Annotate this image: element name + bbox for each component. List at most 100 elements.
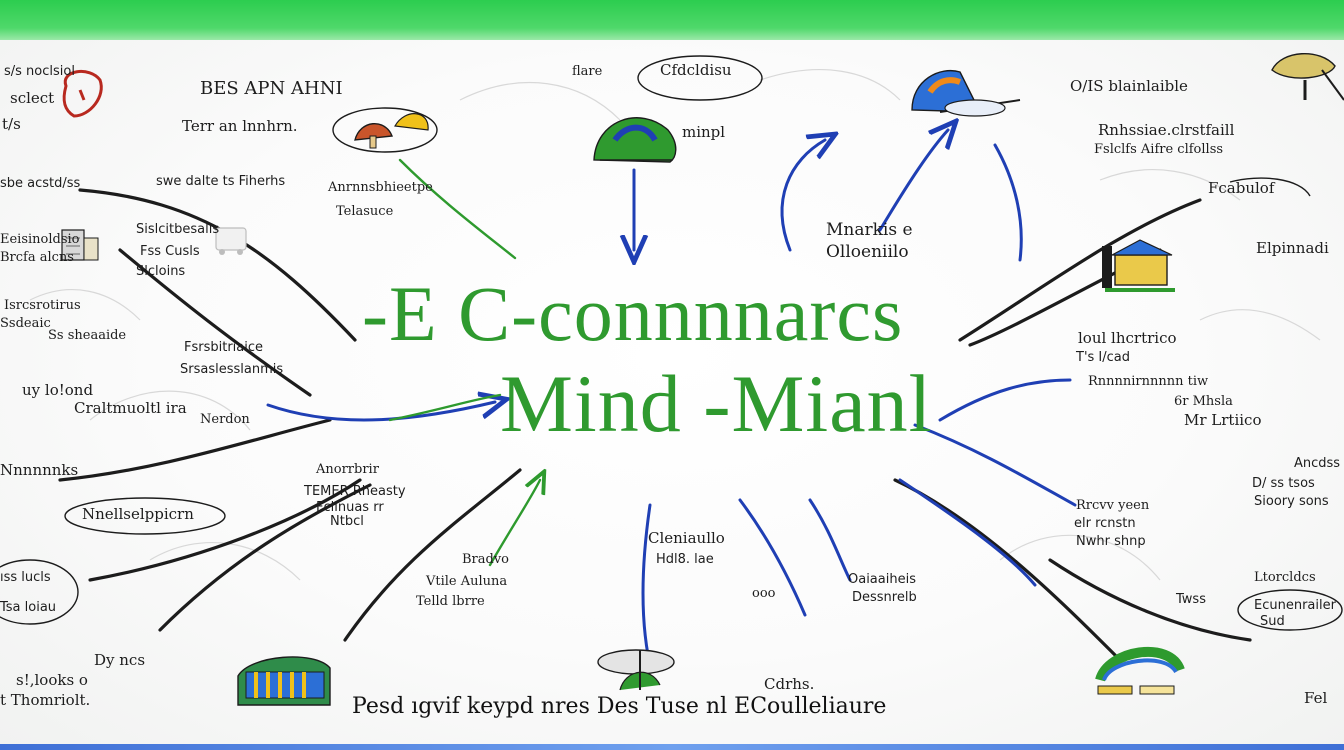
- label-b-7: Oaiaaiheis: [848, 572, 916, 587]
- branch-right-blue-2: [913, 423, 1077, 507]
- branch-right-lower-2: [1048, 558, 1252, 642]
- branch-green-2: [388, 393, 502, 422]
- label-r-14: Ltorcldcs: [1254, 570, 1316, 585]
- branch-top-blue-3: [878, 130, 948, 232]
- label-l-23: Ntbcl: [330, 514, 364, 529]
- branch-left-lower: [58, 418, 332, 482]
- label-b-4: Cleniaullo: [648, 529, 725, 547]
- branch-right-upper: [958, 198, 1202, 342]
- label-r-1: Fcabulof: [1208, 179, 1275, 197]
- label-b-8: Dessnrelb: [852, 590, 917, 605]
- green-branches: [388, 158, 540, 567]
- label-l-6: Brcfa alcns: [0, 250, 74, 265]
- branch-bottom-blue-3: [808, 498, 852, 582]
- label-b-3: Telld lbrre: [416, 594, 485, 609]
- outline-nnellselppicrn: [64, 497, 226, 535]
- label-b-6: ooo: [752, 586, 776, 601]
- storefront-icon: [237, 656, 331, 706]
- label-l-14: Srsaslesslanmis: [180, 362, 284, 377]
- label-bl-2: Tsa loiau: [0, 600, 57, 615]
- label-tl-3: t/s: [2, 115, 21, 133]
- label-r-12: D/ ss tsos: [1252, 476, 1315, 491]
- label-bl-1: ıss lucls: [0, 570, 51, 585]
- label-r-9: elr rcnstn: [1074, 516, 1136, 531]
- branch-green-1: [398, 158, 517, 260]
- branch-left-upper: [78, 188, 357, 342]
- branch-bottom-left-2: [158, 483, 372, 632]
- outline-right-bottom: [1237, 589, 1343, 631]
- label-bl-4: s!,looks o: [16, 671, 88, 689]
- label-r-10: Nwhr shnp: [1076, 534, 1146, 549]
- label-l-10: Isrcsrotirus: [4, 298, 81, 313]
- label-top-5: minpl: [682, 123, 726, 141]
- label-r-7: Mr Lrtiico: [1184, 411, 1262, 429]
- label-l-1: sbe acstd/ss: [0, 176, 81, 191]
- outline-right-1: [1229, 177, 1311, 197]
- blue-branches: [266, 130, 1077, 657]
- label-c-2: Olloeniilo: [826, 242, 909, 262]
- branch-right-blue-3: [898, 478, 1037, 587]
- outline-bottom-left: [0, 559, 79, 625]
- branch-bottom-left: [88, 478, 362, 582]
- tree-icon: [1271, 53, 1344, 101]
- register-icon: [61, 229, 99, 261]
- branch-bottom-blue-2: [738, 498, 807, 617]
- label-l-2: swe dalte ts Fiherhs: [156, 174, 286, 189]
- label-r-15: Twss: [1176, 592, 1206, 607]
- label-tr-3: Fslclfs Aifre clfollss: [1094, 142, 1224, 157]
- label-l-11: Ssdeaic: [0, 316, 51, 331]
- label-l-18: Nnellselppicrn: [82, 505, 194, 523]
- label-l-22: Fcllnuas rr: [316, 500, 384, 515]
- label-l-21: TEMER Rheasty: [304, 484, 406, 499]
- label-c-1: Mnarkis e: [826, 220, 913, 240]
- label-r-2: Elpinnadi: [1256, 239, 1329, 257]
- label-l-15: uy lo!ond: [22, 381, 94, 399]
- label-r-17: Sud: [1260, 614, 1285, 629]
- label-r-3: loul lhcrtrico: [1078, 329, 1177, 347]
- label-l-8: Fss Cusls: [140, 244, 200, 259]
- branch-bottom-mid: [343, 468, 522, 642]
- label-outlines: [0, 55, 1343, 631]
- label-bl-3: Dy ncs: [94, 651, 146, 669]
- label-l-3: Anrnnsbhieetpe: [328, 180, 433, 195]
- label-r-13: Sioory sons: [1254, 494, 1329, 509]
- map-title-line-1: -E C-connnnarcs: [362, 270, 904, 357]
- label-l-12: Ss sheaaide: [48, 328, 127, 343]
- label-b-5: Hdl8. lae: [656, 552, 714, 567]
- label-r-5: Rnnnnirnnnnn tiw: [1088, 374, 1209, 389]
- label-b-2: Vtile Auluna: [426, 574, 508, 589]
- bottom-banner-bar: [0, 744, 1344, 750]
- label-r-11: Ancdss: [1294, 456, 1341, 471]
- satellite-dish-icon: [911, 70, 1021, 117]
- circle-doodle-icon: [62, 69, 103, 118]
- top-banner-bar: [0, 0, 1344, 40]
- label-top-1: BES APN AHNI: [200, 78, 343, 99]
- label-l-7: Sislcitbesalls: [136, 222, 220, 237]
- label-tr-1: O/IS blainlaible: [1070, 77, 1188, 95]
- branch-top-blue-4: [993, 143, 1023, 262]
- label-r-16: Ecunenrailer: [1254, 598, 1336, 613]
- label-r-6: 6r Mhsla: [1174, 394, 1233, 409]
- label-b-1: Bradvo: [462, 552, 510, 567]
- branch-top-blue-2: [780, 140, 825, 252]
- label-tr-2: Rnhssiae.clrstfaill: [1098, 121, 1235, 139]
- branch-right-blue-1: [938, 378, 1072, 422]
- branch-left-blue: [266, 402, 495, 422]
- label-r-8: Rrcvv yeen: [1076, 498, 1150, 513]
- footer-caption: Pesd ıgvif keypd nres Des Tuse nl ECoull…: [352, 694, 887, 719]
- lamp-icon: [597, 649, 675, 691]
- label-top-2: Terr an lnnhrn.: [182, 117, 298, 135]
- background-sketches: [29, 69, 1321, 581]
- mushroom-icon: [354, 113, 429, 149]
- label-l-4: Telasuce: [336, 204, 394, 219]
- outline-top-center: [637, 55, 763, 101]
- label-b-9: Cdrhs.: [764, 675, 815, 693]
- label-l-9: Slcloins: [136, 264, 186, 279]
- label-tl-1: s/s noclsiol: [4, 64, 75, 79]
- shop-icon: [1102, 239, 1175, 292]
- label-l-20: Anorrbrir: [316, 462, 379, 477]
- label-r-18: Fel: [1304, 689, 1328, 707]
- map-title-line-2: Mind -Mianl: [500, 358, 933, 449]
- label-bl-5: t Thomriolt.: [0, 691, 91, 709]
